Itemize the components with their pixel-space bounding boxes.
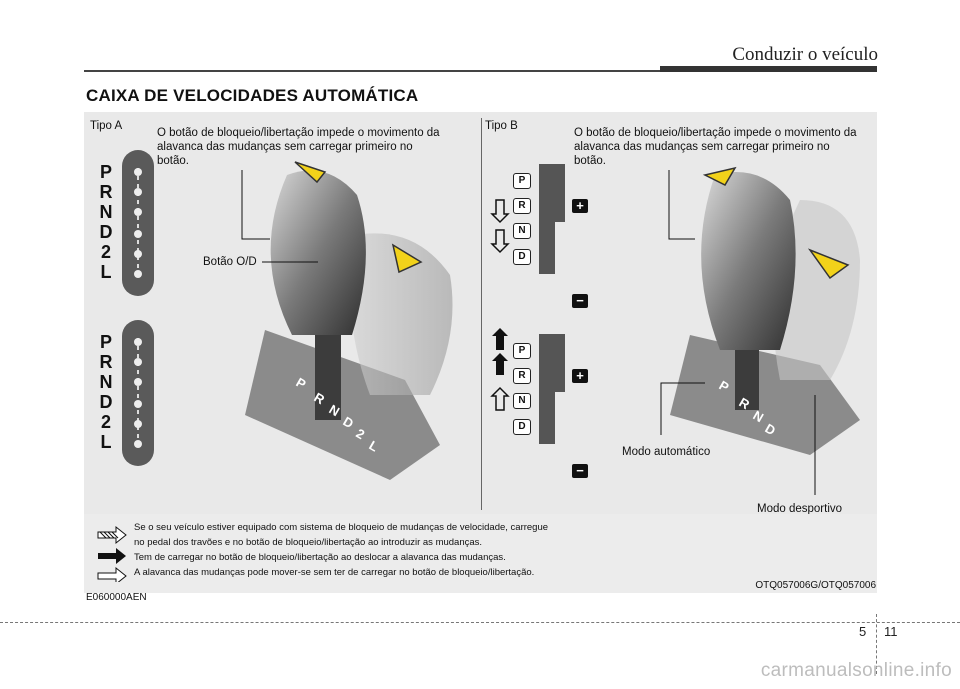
gear-label: D <box>99 392 113 412</box>
gear-label: N <box>99 202 113 222</box>
legend-line-3: Tem de carregar no botão de bloqueio/lib… <box>134 552 506 563</box>
gear-badge-p: P <box>513 173 531 189</box>
minus-sign: − <box>572 294 588 308</box>
type-b-leader-lines <box>660 170 816 495</box>
gear-badge-n: N <box>513 223 531 239</box>
type-a-leader-lines <box>241 170 318 263</box>
section-title: CAIXA DE VELOCIDADES AUTOMÁTICA <box>86 86 419 105</box>
type-a-note: O botão de bloqueio/libertação impede o … <box>157 127 440 167</box>
gear-label: N <box>99 372 113 392</box>
chapter-number: 5 <box>859 624 867 639</box>
hatched-arrow-icon <box>97 525 127 545</box>
legend-line-4: A alavanca das mudanças pode mover-se se… <box>134 567 535 578</box>
page-rule <box>0 622 960 623</box>
type-a-shifter-illustration: P R N D 2 L <box>245 161 453 480</box>
gear-badge-d: D <box>513 419 531 435</box>
gear-label: L <box>100 262 112 282</box>
plus-sign: + <box>572 199 588 213</box>
page-number: 11 <box>884 624 898 639</box>
type-b-gate-2 <box>539 334 565 444</box>
doc-code: E060000AEN <box>86 592 147 603</box>
watermark: carmanualsonline.info <box>760 660 952 681</box>
type-b-direction-arrows <box>490 199 510 411</box>
page-rule-vertical <box>876 614 878 674</box>
gear-badge-d: D <box>513 249 531 265</box>
chapter-title: Conduzir o veículo <box>732 44 878 65</box>
legend-line-2: no pedal dos travões e no botão de bloqu… <box>134 537 483 548</box>
gear-badge-r: R <box>513 368 531 384</box>
figure-code: OTQ057006G/OTQ057006 <box>755 580 876 591</box>
type-b-shifter-illustration: P R N D <box>670 166 860 455</box>
type-a-gate-strip-1 <box>122 150 154 296</box>
solid-arrow-icon <box>98 548 126 564</box>
gear-label: 2 <box>100 242 111 262</box>
gear-badge-r: R <box>513 198 531 214</box>
gear-label: R <box>99 352 113 372</box>
legend-text: Se o seu veículo estiver equipado com si… <box>134 520 674 580</box>
type-b-label: Tipo B <box>485 120 518 132</box>
gear-label: R <box>99 182 113 202</box>
gear-label: P <box>99 162 112 182</box>
auto-mode-label: Modo automático <box>622 446 711 458</box>
gear-badge-p: P <box>513 343 531 359</box>
legend-box <box>84 514 877 593</box>
header-rule <box>84 70 662 72</box>
od-button-label: Botão O/D <box>203 256 257 268</box>
outline-arrow-icon <box>97 566 127 582</box>
gear-badge-n: N <box>513 393 531 409</box>
plus-sign: + <box>572 369 588 383</box>
type-b-gate-1 <box>539 164 565 274</box>
gear-label: P <box>99 332 112 352</box>
gear-label: 2 <box>100 412 111 432</box>
minus-sign: − <box>572 464 588 478</box>
type-a-gear-column-2: P R N D 2 L <box>96 332 116 452</box>
legend-line-1: Se o seu veículo estiver equipado com si… <box>134 522 549 533</box>
type-a-label: Tipo A <box>90 120 123 132</box>
gear-label: L <box>100 432 112 452</box>
type-a-gear-column-1: P R N D 2 L <box>96 162 116 282</box>
type-a-gate-strip-2 <box>122 320 154 466</box>
gear-label: D <box>99 222 113 242</box>
sport-mode-label: Modo desportivo <box>757 503 843 515</box>
type-b-note: O botão de bloqueio/libertação impede o … <box>574 127 857 167</box>
header-rule-bold <box>660 66 877 72</box>
legend-arrow-icons <box>97 525 127 582</box>
panel-divider <box>481 118 482 510</box>
